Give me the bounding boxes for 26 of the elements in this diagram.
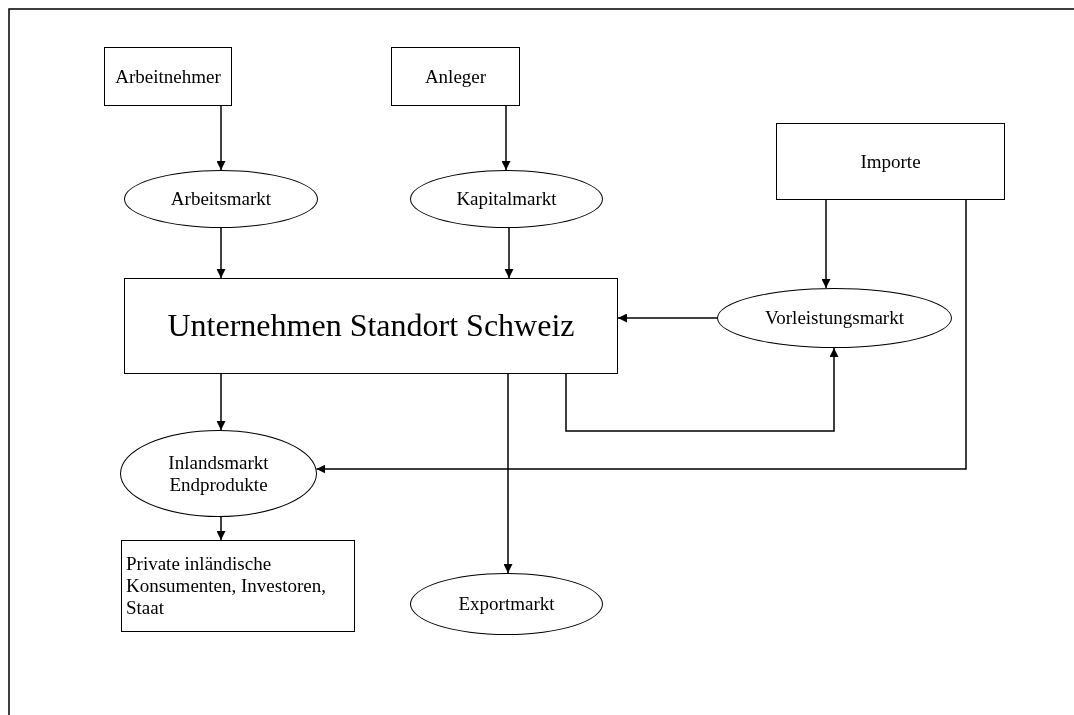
node-label: Inlandsmarkt Endprodukte [167,451,270,496]
actor-box [124,278,618,374]
arrow [216,105,226,171]
node-label: Exportmarkt [458,593,555,615]
actor-box [776,123,1005,200]
arrow [821,199,831,289]
arrow [503,373,513,574]
actor-box [104,47,232,106]
actor-box [391,47,520,106]
actor-box [121,540,355,632]
arrow [617,313,718,323]
arrow [216,373,226,431]
node-label: Vorleistungsmarkt [765,307,904,329]
arrow [504,227,514,279]
node-label: Arbeitsmarkt [170,188,272,210]
node-label: Kapitalmarkt [456,188,557,210]
arrow [216,516,226,541]
arrow [565,347,839,432]
node-label: Arbeitnehmer [115,65,221,88]
arrow [315,199,967,474]
node-label: Importe [860,150,921,173]
node-label: Private inländische Konsumenten, Investoren, Staat [126,553,327,619]
node-label: Anleger [424,65,487,88]
node-label: Unternehmen Standort Schweiz [167,308,575,344]
arrow [216,227,226,279]
arrow [501,105,511,171]
